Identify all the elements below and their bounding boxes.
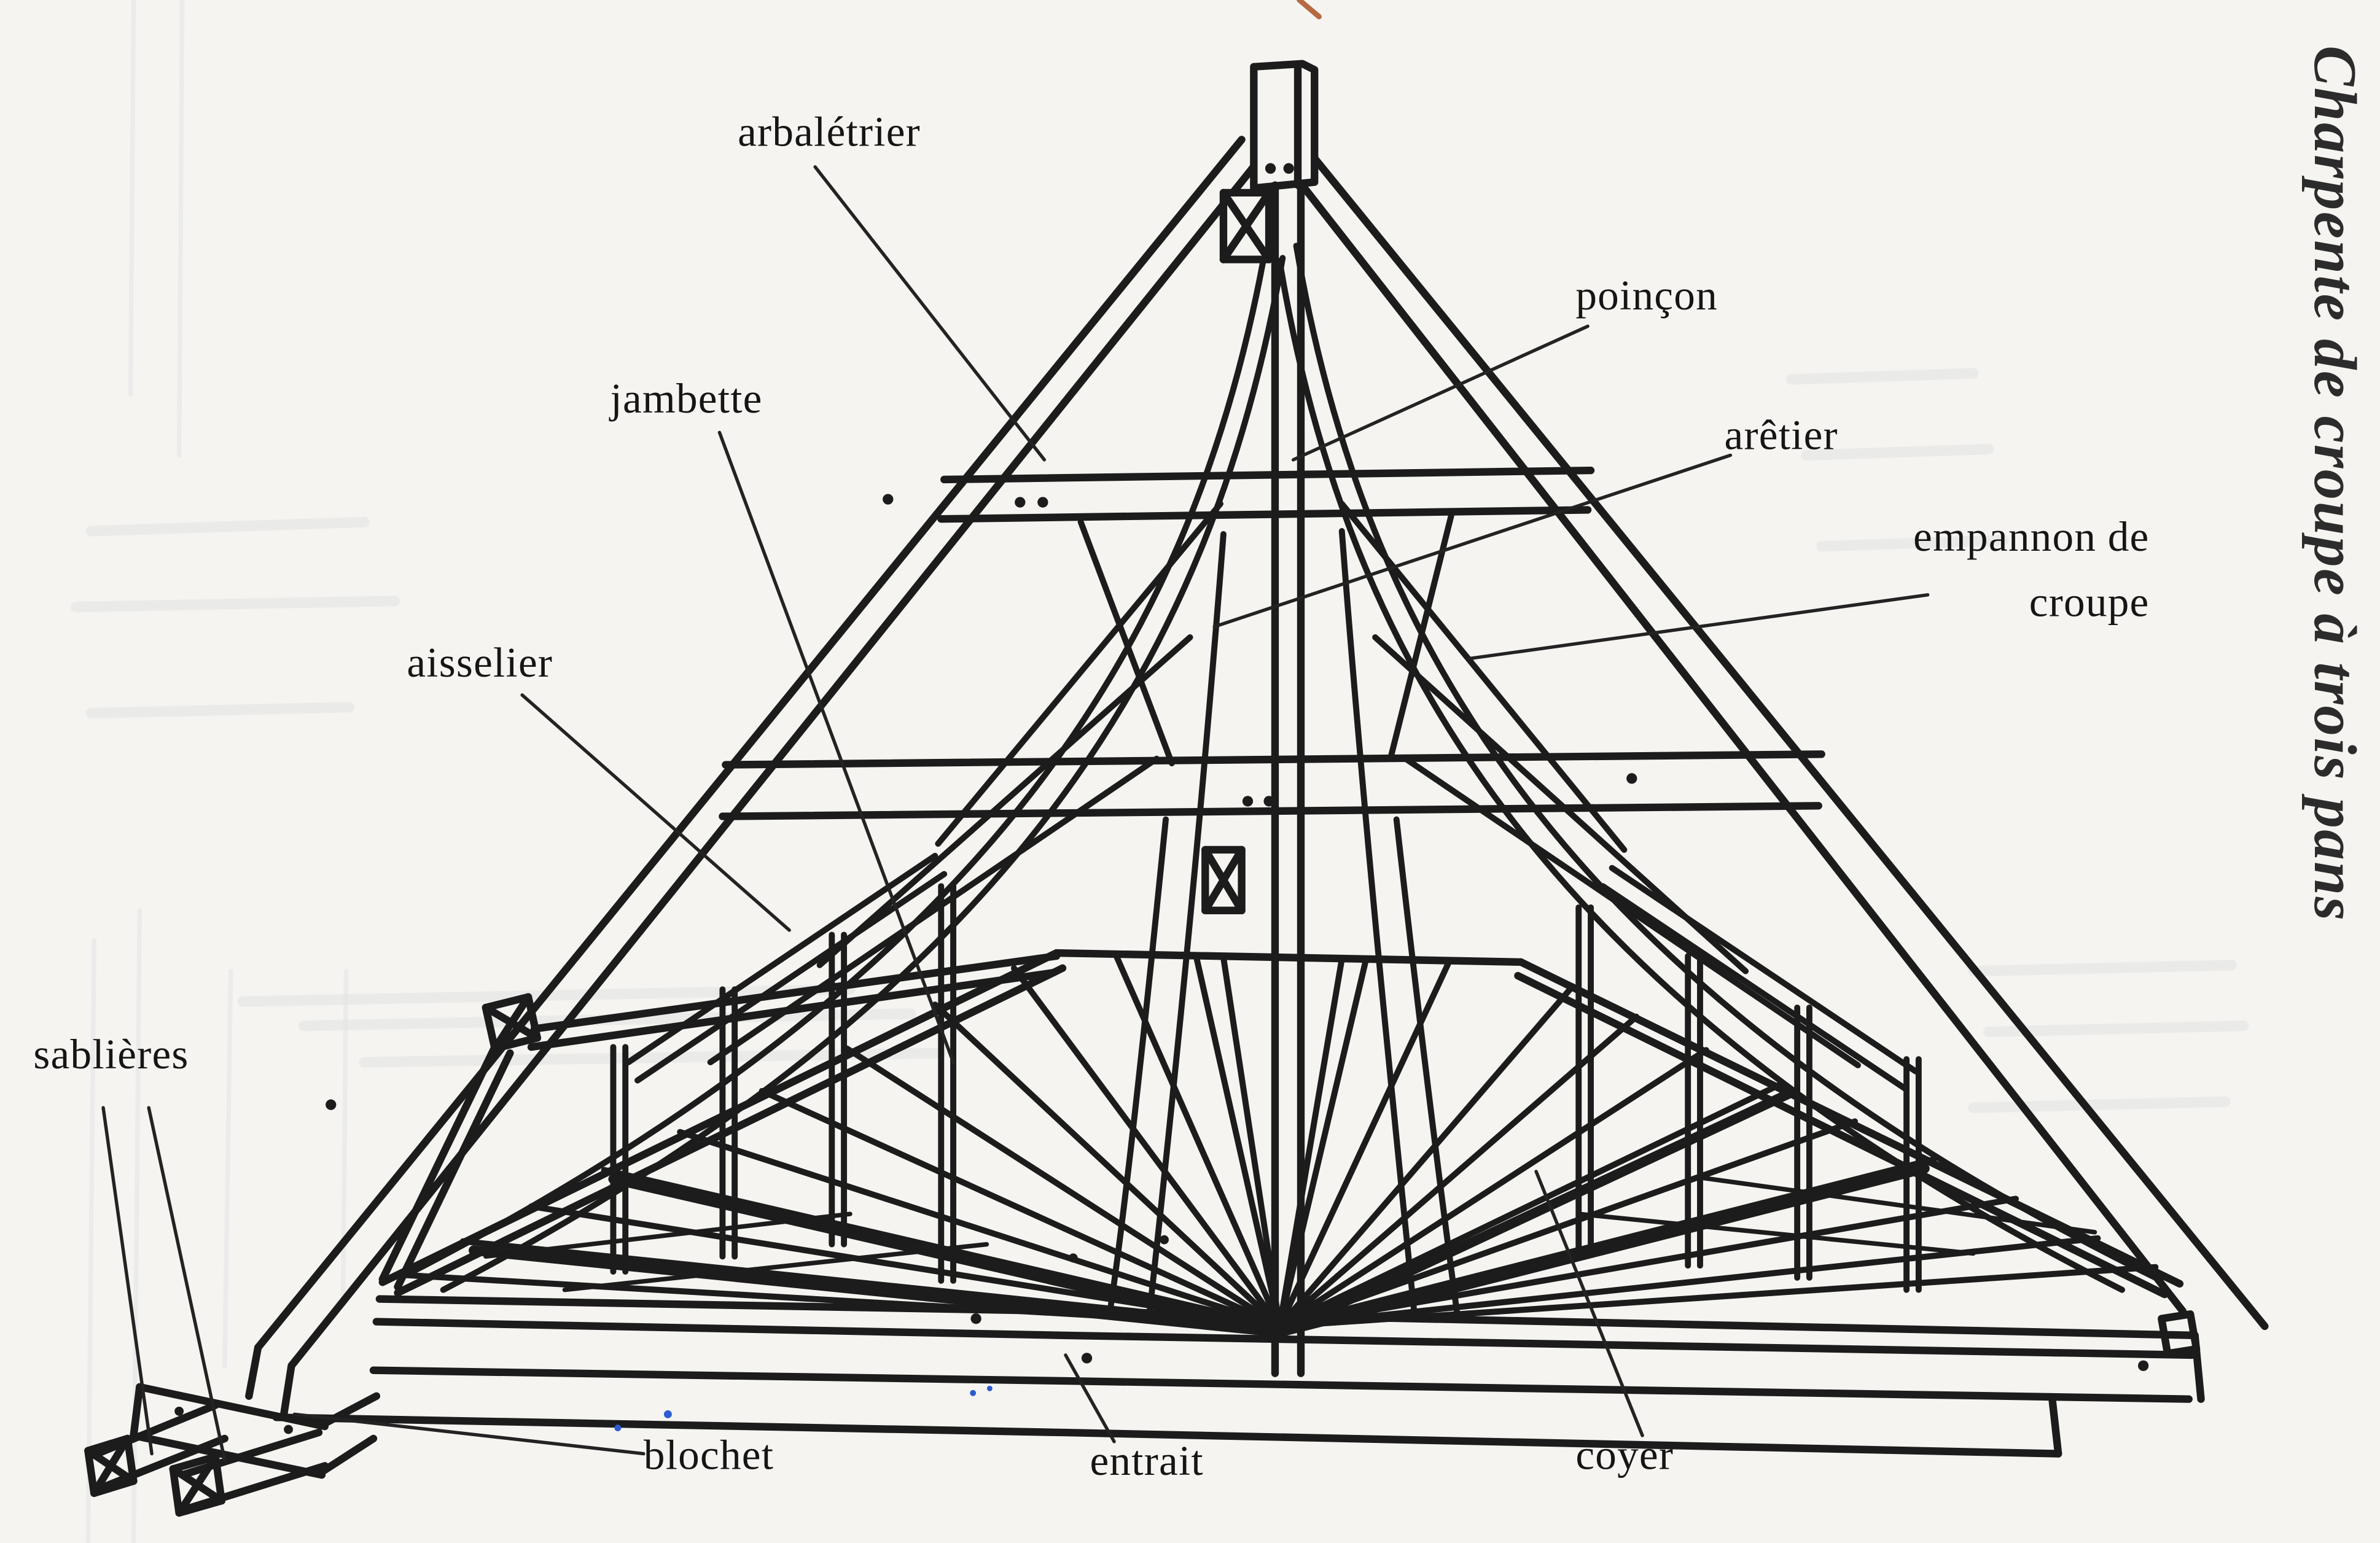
studs <box>610 883 1922 1293</box>
king-post <box>1201 60 1319 1377</box>
label-empannon-line1: empannon de <box>1913 514 2150 562</box>
ink-marks <box>614 0 1322 1432</box>
wall-plates <box>378 949 2184 1299</box>
leader-blochet <box>292 1412 646 1456</box>
blochet-and-sablieres <box>84 1383 381 1517</box>
principal-rafters <box>245 136 2269 1418</box>
leader-aisselier <box>520 693 791 932</box>
tie-beam <box>272 1295 2205 1458</box>
label-aisselier: aisselier <box>407 640 553 688</box>
peg-dots <box>174 163 2149 1434</box>
leader-sablieres-2 <box>147 1106 227 1462</box>
leader-empannon <box>1467 593 1930 661</box>
label-entrait: entrait <box>1090 1438 1204 1486</box>
label-poincon: poinçon <box>1575 273 1718 321</box>
label-empannon-line2: croupe <box>2029 579 2150 627</box>
leader-poincon <box>1291 324 1590 462</box>
label-arbaletrier: arbalétrier <box>738 109 921 157</box>
angle-braces <box>625 852 1919 1093</box>
label-blochet: blochet <box>643 1432 774 1480</box>
label-empannon-de-croupe: empannon de croupe <box>1822 507 2150 637</box>
leader-arbaletrier <box>813 165 1047 462</box>
label-sablieres: sablières <box>33 1032 189 1079</box>
leader-entrait <box>1064 1353 1116 1444</box>
page-side-title: Charpente de croupe à trois pans <box>2301 45 2370 922</box>
leader-jambette <box>717 430 955 1064</box>
leader-aretier <box>1212 453 1733 629</box>
collar-and-purlin <box>719 466 1825 820</box>
label-jambette: jambette <box>610 376 763 424</box>
leader-lines <box>101 165 1930 1462</box>
leader-coyer <box>1534 1170 1644 1437</box>
label-aretier: arêtier <box>1724 413 1838 460</box>
bleedthrough-ghosts <box>70 0 2249 1543</box>
label-coyer: coyer <box>1575 1432 1674 1480</box>
leader-sablieres-1 <box>101 1106 154 1456</box>
floor-joist-fan <box>394 951 2159 1337</box>
